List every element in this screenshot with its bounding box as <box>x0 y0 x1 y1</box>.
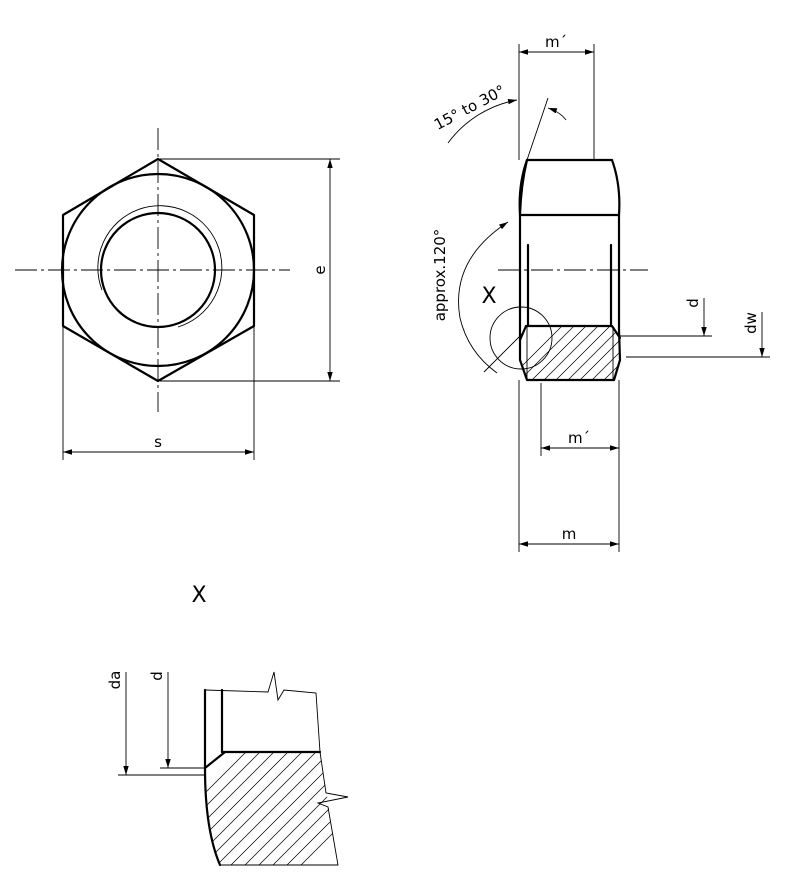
dimension-d-side: d <box>620 298 712 337</box>
dimension-dw: dw <box>626 312 770 358</box>
dimension-detail-d: d <box>148 671 205 769</box>
side-view: X m´ 15° to 30° approx.120° d <box>431 33 770 552</box>
detail-chamfer <box>203 750 227 770</box>
label-d-side: d <box>684 298 702 308</box>
label-e: e <box>311 265 329 274</box>
label-dw: dw <box>742 312 760 334</box>
label-detail-d: d <box>148 671 166 681</box>
detail-title: X <box>191 583 206 608</box>
dimension-m: m <box>518 380 620 552</box>
detail-outline <box>203 688 222 867</box>
detail-x-view: X da <box>106 583 349 867</box>
dimension-detail-da: da <box>106 671 205 776</box>
label-s: s <box>154 433 162 451</box>
label-m-prime-bottom: m´ <box>568 429 590 447</box>
label-m-prime-top: m´ <box>545 33 567 51</box>
dimension-m-prime-bottom: m´ <box>540 380 620 456</box>
dimension-s: s <box>62 326 255 460</box>
label-cone-angle: approx.120° <box>431 229 449 322</box>
section-hatching <box>520 326 620 380</box>
label-detail-da: da <box>106 671 124 690</box>
detail-break-top <box>204 671 321 753</box>
detail-hatching <box>205 752 338 865</box>
thread-arc <box>97 205 223 328</box>
face-curve-left <box>518 158 529 217</box>
dimension-m-prime-top: m´ <box>518 33 595 160</box>
detail-circle <box>489 306 553 370</box>
detail-marker: X <box>481 284 496 309</box>
detail-break-right <box>220 751 349 866</box>
label-m: m <box>562 525 577 543</box>
chamfer-angle-callout: 15° to 30° <box>431 81 567 161</box>
cone-angle-callout: approx.120° <box>431 221 525 374</box>
nut-side-outline <box>518 158 622 382</box>
front-view: e s <box>15 128 340 460</box>
label-chamfer-angle: 15° to 30° <box>431 81 508 133</box>
dimension-e: e <box>160 158 340 382</box>
section-top <box>518 324 622 342</box>
